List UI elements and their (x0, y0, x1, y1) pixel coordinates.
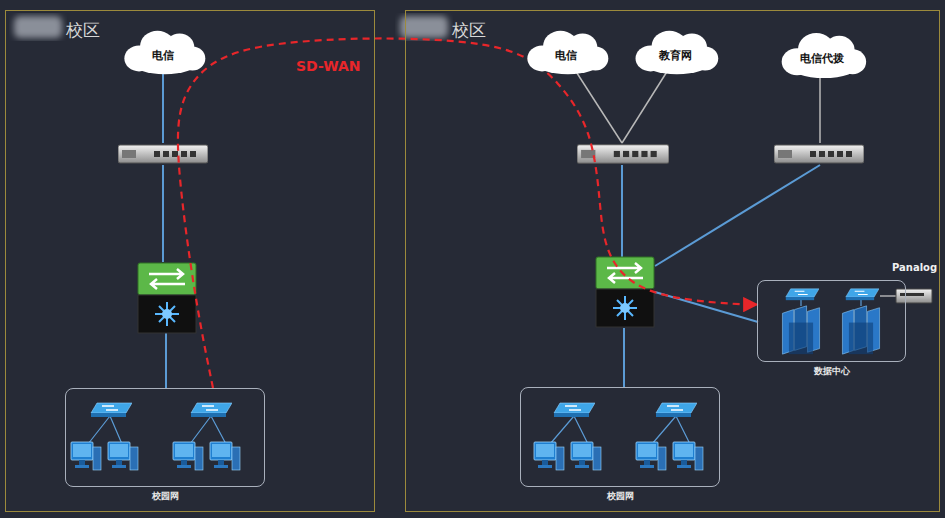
blurred-name (14, 16, 62, 38)
link-line (623, 328, 625, 387)
link-line (621, 165, 623, 258)
sdwan-link (178, 38, 757, 388)
edge-label: SD-WAN (296, 58, 361, 74)
group-label: 校园网 (66, 490, 264, 503)
link-line (655, 292, 758, 322)
access-switch-icon (191, 403, 232, 417)
network-group: 校园网 (65, 388, 265, 487)
pc-icon (571, 442, 601, 470)
group-label: 数据中心 (758, 365, 905, 378)
pc-icon (534, 442, 564, 470)
lan-line (550, 416, 690, 444)
isp-cloud: 电信代拨 (774, 30, 870, 80)
link-line (162, 72, 164, 143)
link-line (880, 295, 896, 296)
pc-icon (636, 442, 666, 470)
pc-icon (210, 442, 240, 470)
group-label: 校园网 (521, 490, 719, 503)
link-line (575, 70, 622, 143)
blurred-name (400, 16, 448, 38)
access-switch-icon (786, 289, 819, 300)
campus-panel: 校区电信校园网 (5, 10, 375, 512)
access-switch-icon (846, 289, 879, 300)
router-icon (577, 145, 669, 163)
cloud-label: 教育网 (659, 42, 692, 63)
panalog-device (896, 289, 932, 303)
isp-cloud: 教育网 (628, 28, 722, 76)
router-icon (774, 145, 864, 163)
pc-icon (108, 442, 138, 470)
link-line (655, 165, 820, 266)
cloud-label: 电信代拨 (800, 45, 844, 66)
campus-panel: 校区电信教育网电信代拨数据中心校园网 (405, 10, 940, 512)
core-switch-icon (596, 257, 654, 327)
access-switch-icon (91, 403, 132, 417)
device-label: Panalog (892, 262, 937, 273)
network-group: 校园网 (520, 387, 720, 487)
isp-cloud: 电信 (117, 28, 209, 76)
link-line (622, 70, 668, 143)
cloud-label: 电信 (555, 42, 577, 63)
campus-title: 校区 (66, 19, 100, 42)
pc-icon (673, 442, 703, 470)
server-icon (782, 306, 819, 354)
core-switch-icon (138, 263, 196, 333)
link-line (162, 165, 164, 262)
network-group: 数据中心 (757, 280, 906, 362)
lan-line (801, 300, 861, 306)
server-icon (842, 306, 879, 354)
campus-title: 校区 (452, 19, 486, 42)
pc-icon (173, 442, 203, 470)
access-switch-icon (554, 403, 595, 417)
panalog-slot (900, 293, 924, 296)
lan-line (88, 416, 226, 444)
link-line (165, 332, 167, 388)
link-line (819, 75, 821, 143)
access-switch-icon (656, 403, 697, 417)
isp-cloud: 电信 (520, 28, 612, 76)
cloud-label: 电信 (152, 42, 174, 63)
pc-icon (71, 442, 101, 470)
router-icon (118, 145, 208, 163)
